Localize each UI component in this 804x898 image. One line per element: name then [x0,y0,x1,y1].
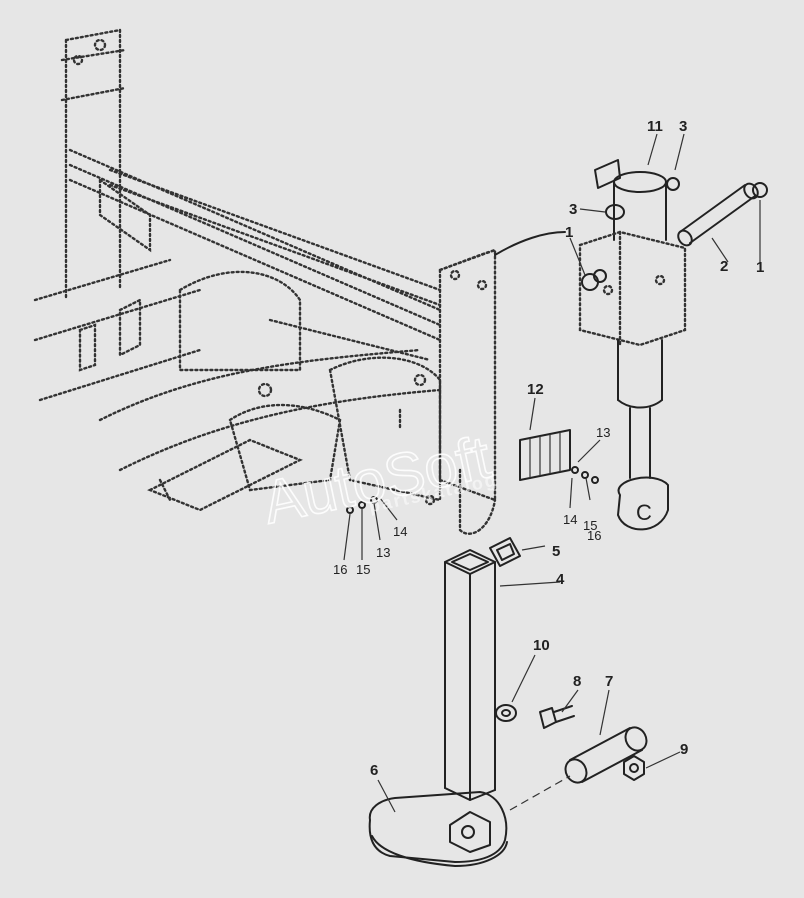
spacer-stack-right [519,429,599,484]
callout-15: 15 [356,562,370,577]
nut [623,755,645,781]
callout-5: 5 [552,543,560,560]
bolt [539,705,575,729]
callout-10: 10 [533,637,550,654]
callout-16: 16 [587,528,601,543]
callout-6: 6 [370,762,378,779]
washer [495,704,517,722]
vehicle-frame [33,28,442,512]
callout-16: 16 [333,562,347,577]
callout-9: 9 [680,741,688,758]
callout-12: 12 [527,381,544,398]
callout-1: 1 [756,259,764,276]
pad [489,537,521,567]
callout-13: 13 [596,425,610,440]
hydraulic-hose [494,231,566,256]
callout-3: 3 [569,201,577,218]
watermark: AutoSoft partskatalog [256,422,499,537]
callout-3: 3 [679,118,687,135]
cylinder-mark: C [636,500,652,525]
assembly-axis [509,775,571,811]
callout-2: 2 [720,258,728,275]
sleeve-pin [564,726,648,784]
leader-lines [343,133,761,813]
callout-1: 1 [565,224,573,241]
callout-14: 14 [563,512,577,527]
callout-8: 8 [573,673,581,690]
cylinder-bracket [424,248,497,535]
callout-7: 7 [605,673,613,690]
callout-11: 11 [647,118,663,135]
callout-labels: 11 3 3 1 2 1 12 13 14 15 16 14 13 15 16 … [333,118,764,779]
foot-plate [368,791,508,867]
pivot-pin [677,182,768,247]
hydraulic-cylinder: C [578,159,687,531]
callout-13: 13 [376,545,390,560]
callout-4: 4 [556,571,565,588]
callout-15: 15 [583,518,597,533]
leg-tube [444,549,496,801]
callout-14: 14 [393,524,407,539]
